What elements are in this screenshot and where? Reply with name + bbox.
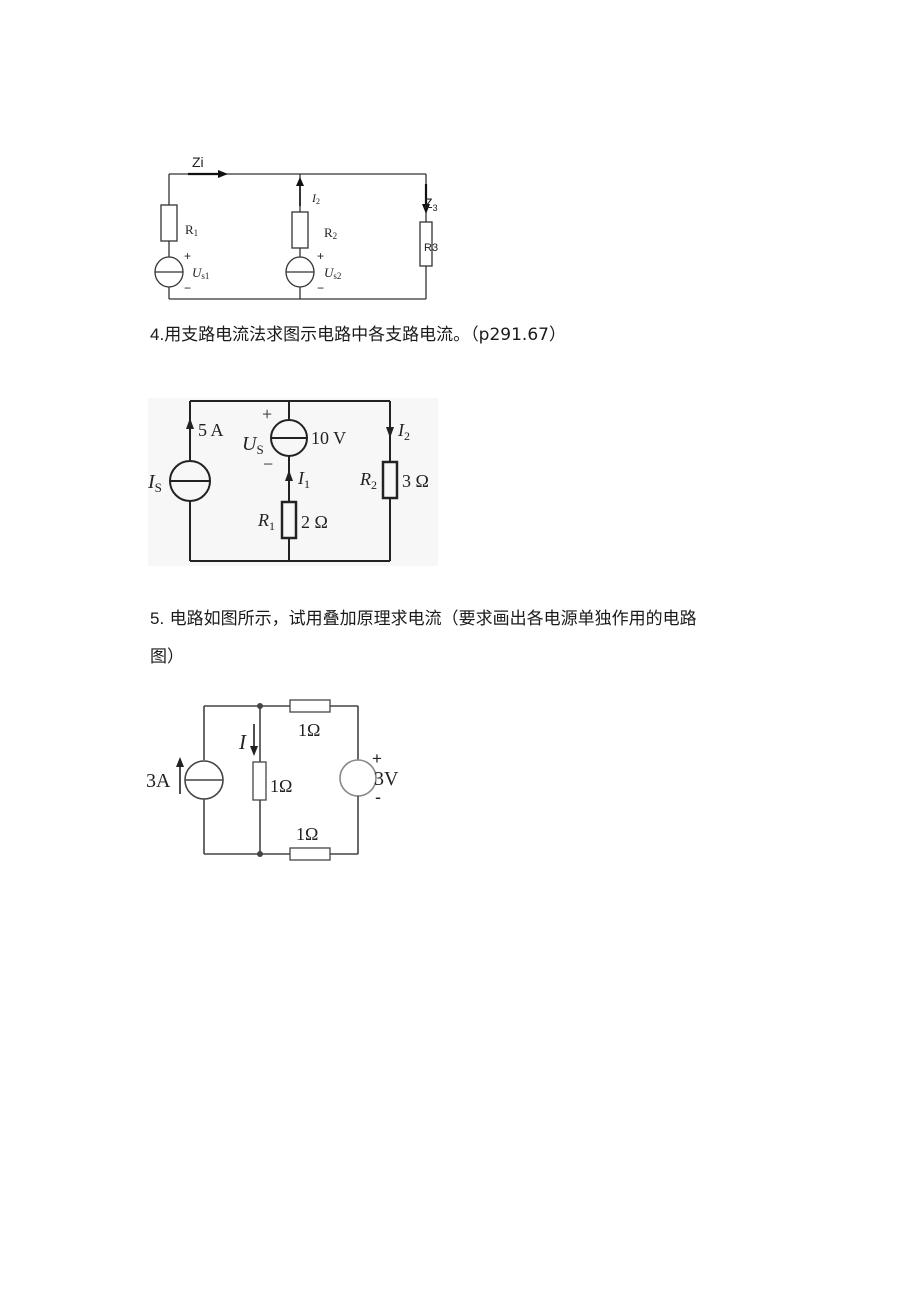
i2-arrow-icon (296, 177, 304, 206)
question-5-line-1: 5. 电路如图所示，试用叠加原理求电流（要求画出各电源单独作用的电路 (150, 604, 770, 634)
is-arrow-icon (186, 418, 194, 429)
voltage-source-minus: - (375, 787, 381, 807)
voltage-source-label: 3V (374, 768, 399, 790)
bottom-resistor-label: 1Ω (296, 824, 318, 844)
r3-label: R3 (424, 242, 438, 254)
i1-label: I1 (297, 468, 310, 491)
i2-label: I2 (397, 420, 410, 443)
i1-arrow-icon (285, 470, 293, 481)
question-4: 4.用支路电流法求图示电路中各支路电流。（p291.67） (150, 320, 566, 350)
question-5-text-1: 电路如图所示，试用叠加原理求电流（要求画出各电源单独作用的电路 (164, 609, 697, 629)
current-i-label: I (238, 730, 247, 754)
question-4-ref: （p291.67） (470, 325, 566, 345)
question-5: 5. 电路如图所示，试用叠加原理求电流（要求画出各电源单独作用的电路 图） (150, 604, 770, 672)
circuit-diagram-1: Zi R1 I2 R2 Z3 R3 + Us1 − + Us2 − (154, 154, 438, 300)
r1-value: 2 Ω (301, 512, 328, 532)
us-label: US (242, 433, 264, 457)
r2-value: 3 Ω (402, 471, 429, 491)
middle-resistor-label: 1Ω (270, 776, 292, 796)
question-5-text-2: 图） (150, 647, 184, 667)
zi-arrow-icon (188, 170, 228, 178)
question-4-number: 4. (150, 325, 165, 344)
us1-plus: + (184, 249, 191, 263)
r2-label: R2 (324, 225, 337, 241)
us2-minus: − (317, 281, 324, 295)
r1-label: R1 (185, 222, 198, 238)
question-5-number: 5. (150, 609, 165, 628)
r2-label: R2 (359, 469, 377, 492)
z3-label: Z3 (424, 195, 438, 213)
i2-arrow-icon (386, 427, 394, 438)
i-arrow-icon (250, 724, 258, 756)
is-label: IS (148, 471, 162, 495)
circuit-diagram-3: 1Ω 1Ω 1Ω 3A I + 3V - (146, 699, 399, 861)
zi-label: Zi (192, 154, 204, 170)
circuit-diagram-2: 5 A IS + US − 10 V I1 R1 2 Ω I2 R2 3 Ω (148, 398, 438, 566)
question-4-text: 用支路电流法求图示电路中各支路电流。 (164, 325, 471, 345)
us1-label: Us1 (192, 265, 209, 281)
r1-label: R1 (257, 510, 275, 533)
z3-arrow-icon (422, 184, 430, 214)
current-source-label: 3A (146, 770, 171, 792)
us1-minus: − (184, 281, 191, 295)
us-plus: + (262, 404, 272, 424)
us2-label: Us2 (324, 265, 341, 281)
us2-plus: + (317, 249, 324, 263)
us-value: 10 V (311, 428, 346, 448)
current-source-arrow-icon (176, 757, 184, 794)
i2-label: I2 (311, 191, 320, 206)
us-minus: − (263, 454, 273, 474)
voltage-source-plus: + (372, 749, 382, 768)
is-value: 5 A (198, 420, 224, 440)
top-resistor-label: 1Ω (298, 720, 320, 740)
